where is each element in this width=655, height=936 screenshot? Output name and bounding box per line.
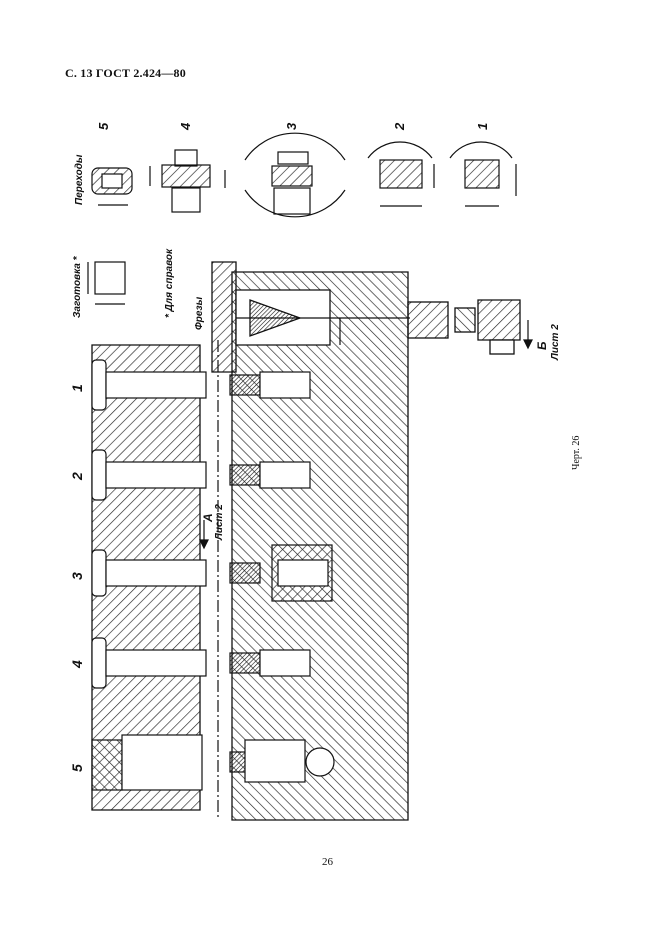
page-header: С. 13 ГОСТ 2.424—80	[65, 66, 186, 80]
transition-label-1: 1	[475, 123, 490, 130]
blank-sketch	[87, 261, 126, 305]
figure-caption: Черт. 26	[571, 435, 582, 470]
view-a-label: A	[201, 513, 215, 523]
station-labels: 1 2 3 4 5	[69, 384, 85, 772]
view-a-sheet: Лист 2	[214, 504, 225, 541]
view-b-sheet: Лист 2	[550, 324, 561, 361]
station-label-3: 3	[69, 572, 85, 580]
transition-label-4: 4	[178, 122, 193, 131]
station-label-4: 4	[69, 660, 85, 669]
page-number: 26	[322, 856, 333, 868]
stations	[91, 340, 335, 820]
die-label: Фрезы	[194, 296, 205, 330]
station-label-2: 2	[69, 472, 85, 481]
station-label-1: 1	[69, 384, 85, 392]
blank-label: Заготовка *	[72, 255, 83, 318]
die-body	[91, 261, 521, 821]
reference-note: * Для справок	[164, 248, 175, 318]
station-label-5: 5	[69, 764, 85, 772]
transitions-sketches	[91, 132, 517, 218]
transition-label-3: 3	[284, 122, 299, 130]
transition-labels: 5 4 3 2 1 Переходы	[74, 122, 490, 205]
view-markers	[199, 318, 533, 550]
view-b-label: Б	[535, 341, 549, 350]
transitions-title: Переходы	[74, 154, 85, 205]
transition-label-2: 2	[392, 122, 407, 131]
transition-label-5: 5	[96, 122, 111, 130]
